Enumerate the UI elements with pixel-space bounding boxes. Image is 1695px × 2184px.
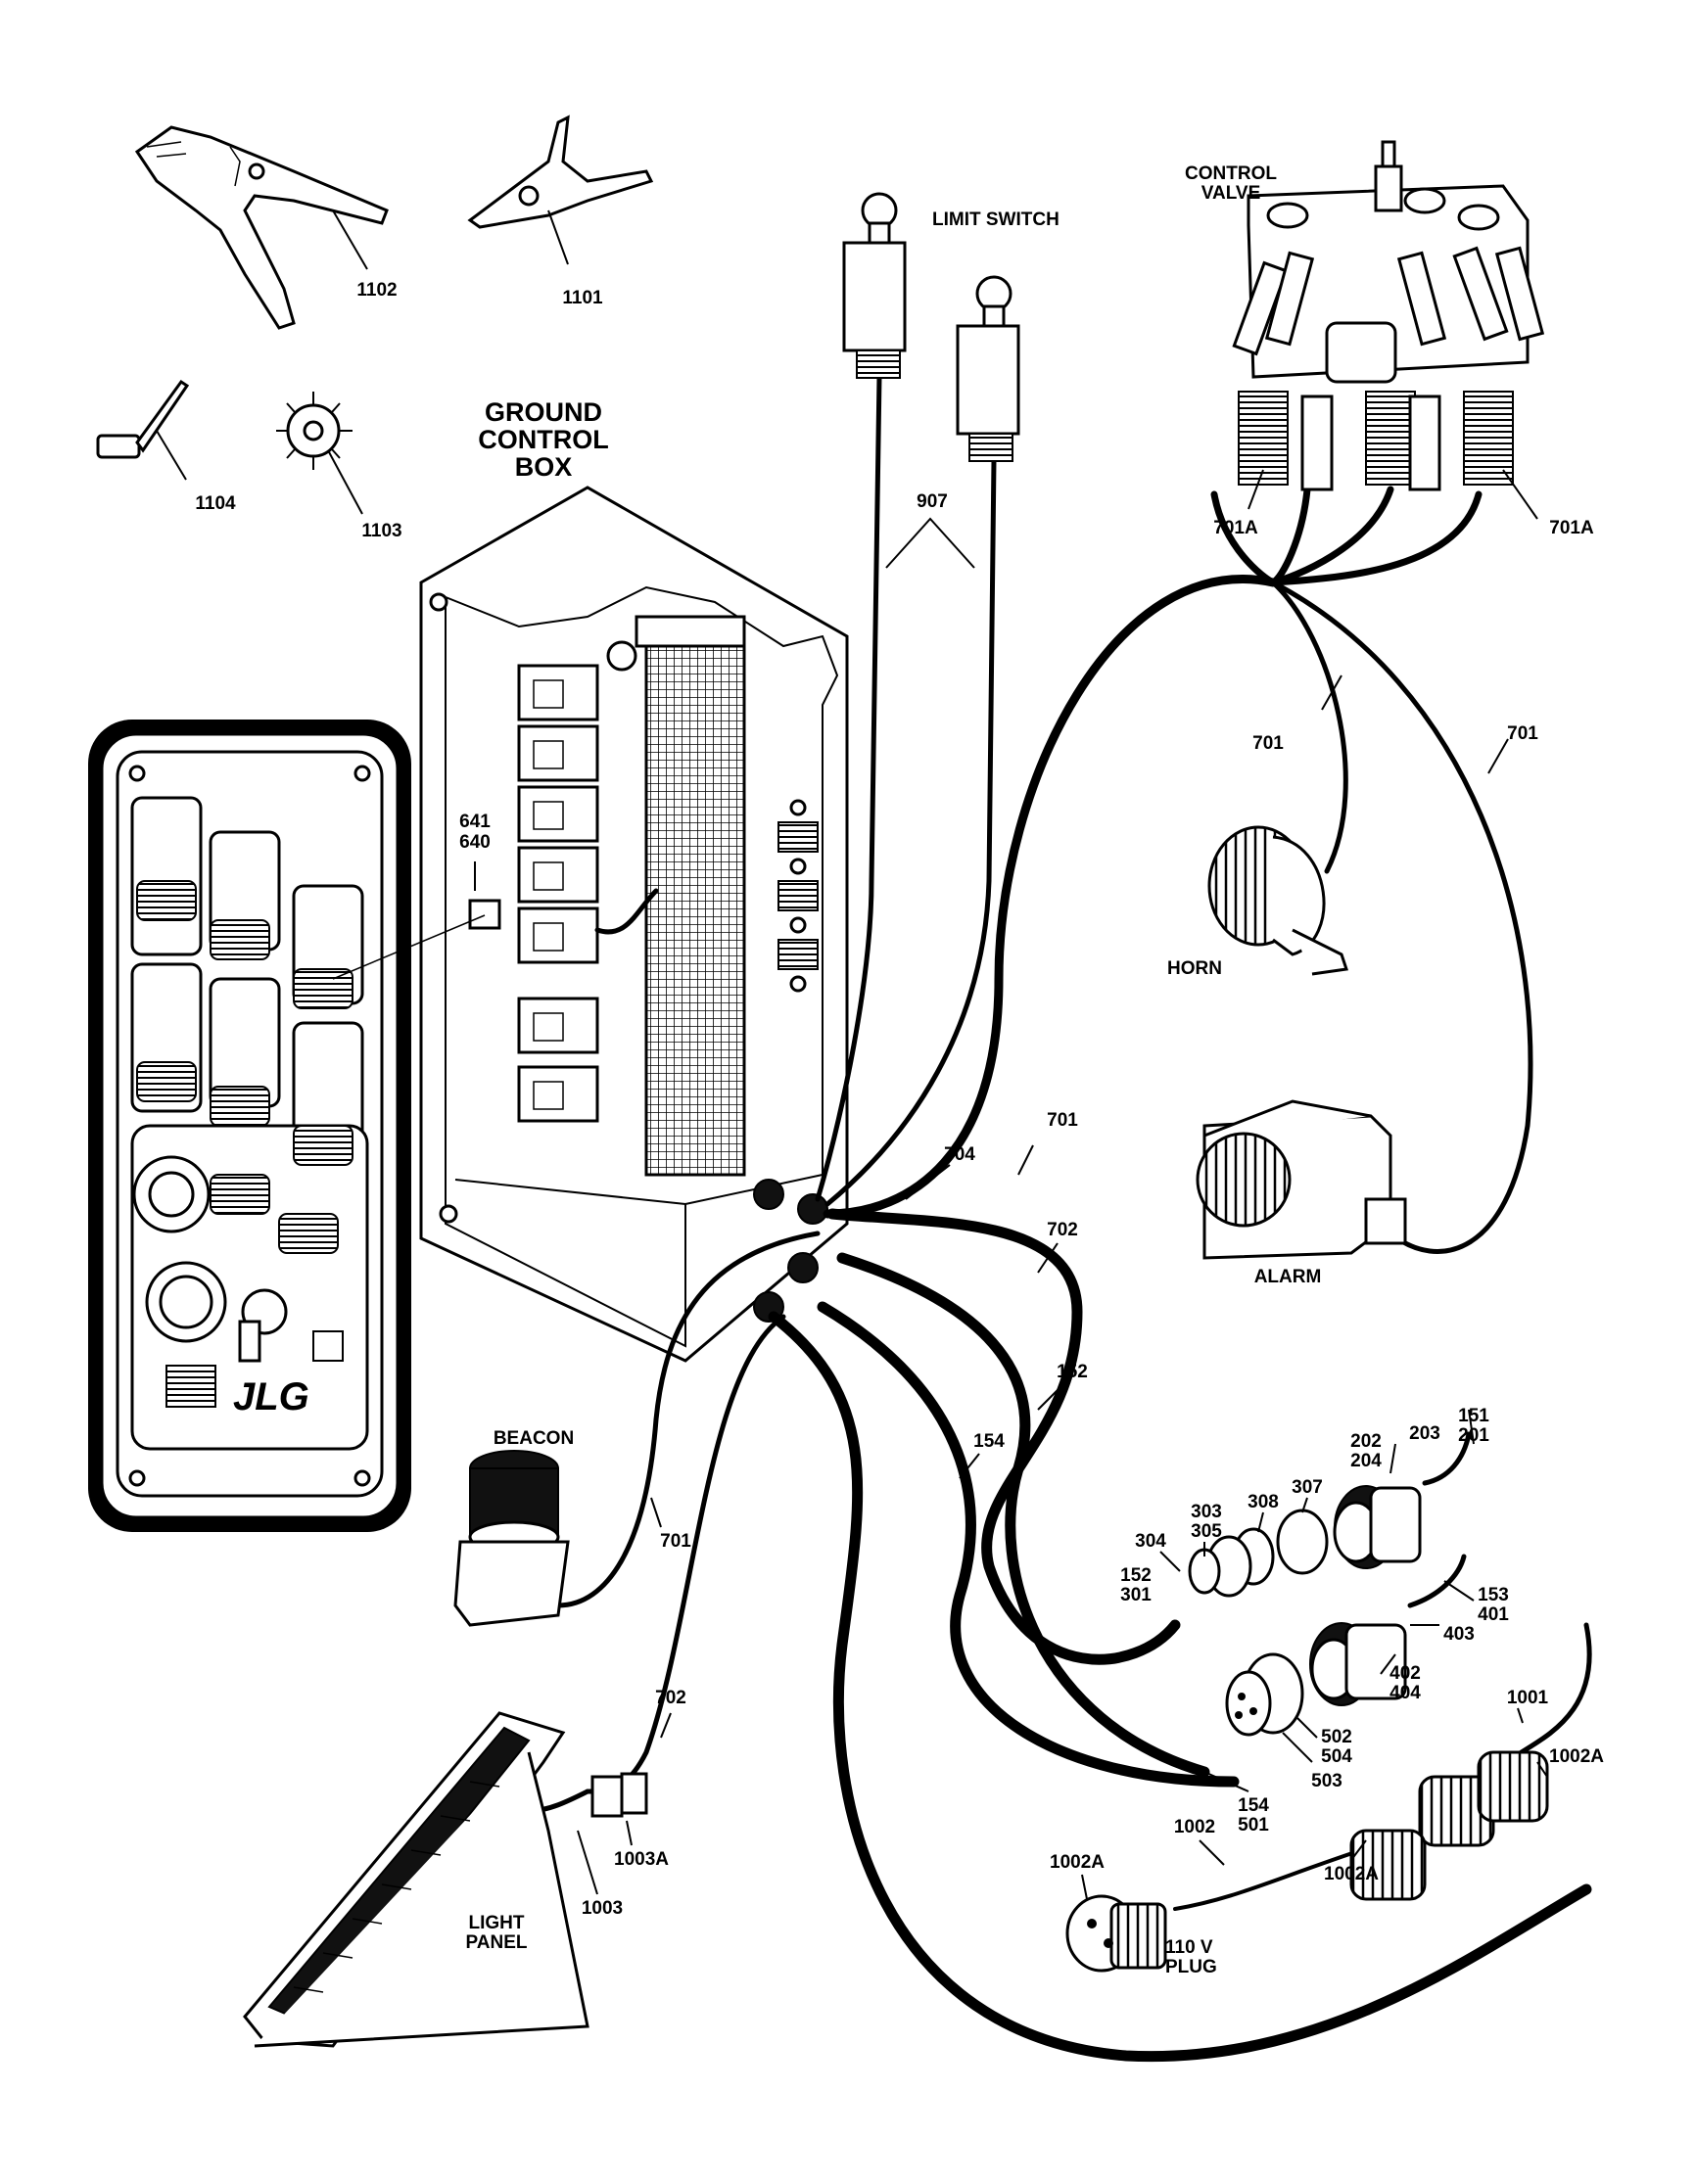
title-ground: GROUND bbox=[485, 397, 602, 427]
callout-702-top: 702 bbox=[1047, 1220, 1078, 1240]
control-valve bbox=[1232, 140, 1545, 491]
callout-501: 501 bbox=[1238, 1815, 1269, 1835]
callout-907: 907 bbox=[917, 491, 948, 512]
callout-201: 201 bbox=[1458, 1425, 1489, 1446]
titles: GROUND CONTROL BOX CONTROL VALVE LIMIT S… bbox=[466, 163, 1322, 1977]
callout-308: 308 bbox=[1248, 1492, 1279, 1512]
callout-701a-left: 701A bbox=[1213, 518, 1258, 538]
callout-1002: 1002 bbox=[1174, 1817, 1215, 1837]
callout-1002a-middle: 1002A bbox=[1324, 1864, 1379, 1884]
callout-202: 202 bbox=[1350, 1431, 1382, 1452]
crimp-tool-1102 bbox=[134, 125, 389, 330]
callout-502: 502 bbox=[1321, 1727, 1352, 1747]
extraction-tool-1104 bbox=[96, 379, 190, 481]
connector-1002a bbox=[1349, 1750, 1549, 1901]
callout-1001: 1001 bbox=[1507, 1688, 1549, 1708]
callout-503: 503 bbox=[1311, 1771, 1342, 1791]
jlg-logo: JLG bbox=[233, 1375, 309, 1418]
callout-1102: 1102 bbox=[356, 280, 397, 301]
callout-303: 303 bbox=[1191, 1502, 1222, 1522]
callout-701-beacon: 701 bbox=[660, 1531, 691, 1552]
callout-152-b: 152 bbox=[1120, 1565, 1152, 1586]
terminal-strip bbox=[644, 644, 746, 1177]
horn bbox=[1207, 825, 1348, 976]
callout-404: 404 bbox=[1389, 1683, 1421, 1703]
callout-151: 151 bbox=[1458, 1406, 1489, 1426]
light-panel bbox=[243, 1711, 648, 2048]
beacon bbox=[453, 1450, 570, 1627]
callout-numbers: 1102 1101 1104 1103 907 701A 701A 701 70… bbox=[195, 280, 1604, 1919]
callout-305: 305 bbox=[1191, 1521, 1222, 1542]
callout-152: 152 bbox=[1057, 1362, 1088, 1382]
callout-1103: 1103 bbox=[361, 521, 401, 541]
callout-704: 704 bbox=[944, 1144, 975, 1165]
title-control-valve-2: VALVE bbox=[1201, 183, 1261, 204]
callout-402: 402 bbox=[1389, 1663, 1421, 1684]
callout-701-upper-right: 701 bbox=[1507, 723, 1538, 744]
plug-110v bbox=[1065, 1894, 1167, 1973]
callout-1002a-left: 1002A bbox=[1050, 1852, 1105, 1873]
connector-set-202 bbox=[1188, 1485, 1422, 1598]
title-110v-2: PLUG bbox=[1165, 1957, 1217, 1977]
connector-set-502 bbox=[1225, 1652, 1304, 1737]
callout-1003a: 1003A bbox=[614, 1849, 669, 1870]
title-light-panel-2: PANEL bbox=[466, 1932, 528, 1953]
callout-304: 304 bbox=[1135, 1531, 1166, 1552]
callout-403: 403 bbox=[1443, 1624, 1475, 1645]
title-control-valve-1: CONTROL bbox=[1185, 163, 1277, 184]
relay-bank bbox=[517, 664, 599, 1123]
wire-stripper-1101 bbox=[467, 115, 654, 265]
cables bbox=[526, 374, 1592, 2063]
callout-204: 204 bbox=[1350, 1451, 1382, 1471]
ground-control-box bbox=[332, 486, 849, 1363]
leader-lines bbox=[474, 469, 1548, 1900]
limit-switch-2 bbox=[956, 275, 1020, 462]
callout-401: 401 bbox=[1478, 1604, 1509, 1625]
callout-301: 301 bbox=[1120, 1585, 1152, 1605]
title-alarm: ALARM bbox=[1254, 1267, 1322, 1287]
title-horn: HORN bbox=[1167, 958, 1222, 979]
callout-701-mid: 701 bbox=[1047, 1110, 1078, 1131]
callout-1104: 1104 bbox=[195, 493, 236, 514]
callout-154: 154 bbox=[973, 1431, 1005, 1452]
insertion-tool-1103 bbox=[276, 392, 363, 515]
callout-640: 640 bbox=[459, 832, 491, 853]
alarm bbox=[1196, 1099, 1407, 1260]
title-light-panel-1: LIGHT bbox=[469, 1913, 525, 1933]
callout-1003: 1003 bbox=[582, 1898, 623, 1919]
title-box: BOX bbox=[515, 452, 573, 482]
title-beacon: BEACON bbox=[494, 1428, 574, 1449]
title-limit-switch: LIMIT SWITCH bbox=[932, 209, 1059, 230]
callout-701a-right: 701A bbox=[1549, 518, 1594, 538]
callout-203: 203 bbox=[1409, 1423, 1440, 1444]
connector-set-402 bbox=[1309, 1622, 1407, 1706]
callout-153: 153 bbox=[1478, 1585, 1509, 1605]
title-110v-1: 110 V bbox=[1165, 1937, 1213, 1958]
callout-307: 307 bbox=[1292, 1477, 1323, 1498]
callout-504: 504 bbox=[1321, 1746, 1352, 1767]
callout-1002a-right: 1002A bbox=[1549, 1746, 1604, 1767]
callout-641: 641 bbox=[459, 812, 491, 832]
callout-154-b: 154 bbox=[1238, 1795, 1269, 1816]
limit-switch-1 bbox=[842, 192, 907, 379]
ground-control-panel: JLG bbox=[88, 720, 411, 1532]
title-control: CONTROL bbox=[478, 425, 608, 454]
callout-701-upper-left: 701 bbox=[1252, 733, 1284, 754]
callout-702-bottom: 702 bbox=[655, 1688, 686, 1708]
callout-1101: 1101 bbox=[562, 288, 603, 308]
